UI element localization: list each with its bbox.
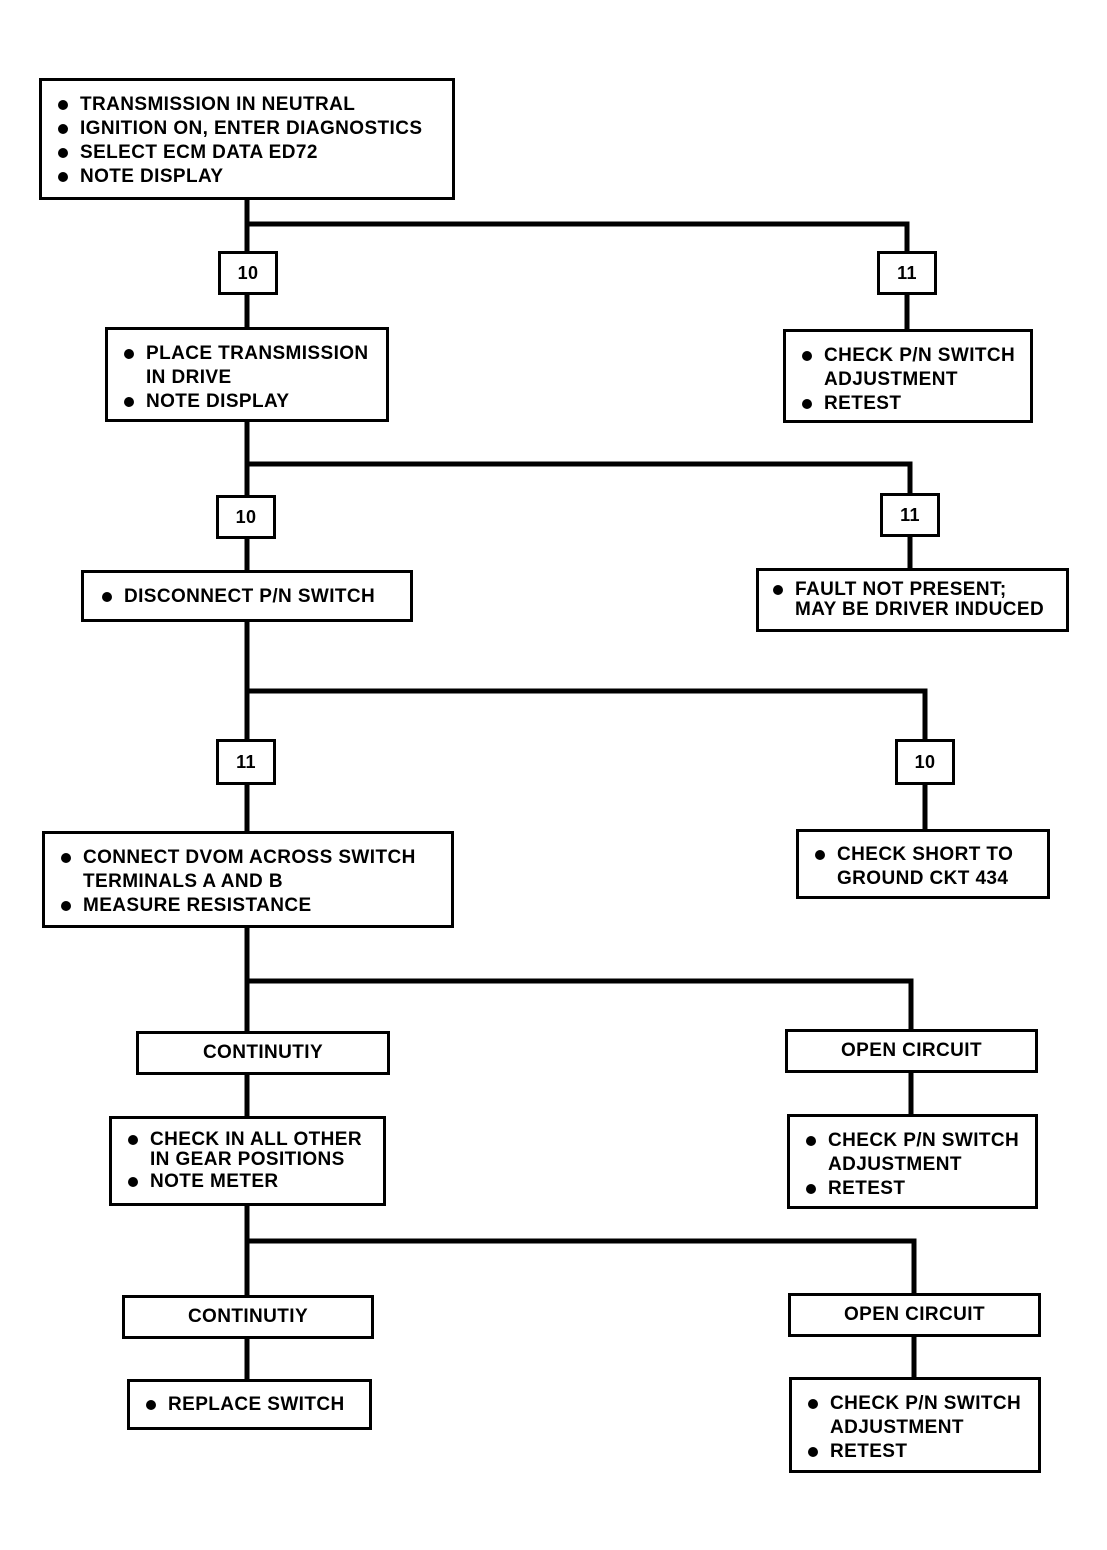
bullet-icon (58, 100, 68, 110)
result-r5-right: OPEN CIRCUIT (788, 1293, 1041, 1337)
bullet-icon (128, 1135, 138, 1145)
step-item: PLACE TRANSMISSION IN DRIVE (122, 342, 378, 390)
result-r4-right: OPEN CIRCUIT (785, 1029, 1038, 1073)
step-item: NOTE DISPLAY (122, 390, 378, 414)
bullet-icon (102, 592, 112, 602)
result-r2-left: 10 (216, 495, 276, 539)
bullet-icon (61, 853, 71, 863)
result-r1-right: 11 (877, 251, 937, 295)
step-item: REPLACE SWITCH (144, 1393, 361, 1417)
step-item: CHECK P/N SWITCH ADJUSTMENT (800, 344, 1022, 392)
step-item: NOTE DISPLAY (56, 165, 444, 189)
step-replace-switch: REPLACE SWITCH (127, 1379, 372, 1430)
bullet-icon (58, 148, 68, 158)
result-r3-right: 10 (895, 739, 955, 785)
bullet-icon (806, 1136, 816, 1146)
step-item: TRANSMISSION IN NEUTRAL (56, 93, 444, 117)
step-check-pn-switch-1: CHECK P/N SWITCH ADJUSTMENT RETEST (783, 329, 1033, 423)
connector-start-right (244, 221, 910, 255)
bullet-icon (128, 1177, 138, 1187)
bullet-icon (58, 172, 68, 182)
result-r3-left: 11 (216, 739, 276, 785)
step-place-drive: PLACE TRANSMISSION IN DRIVE NOTE DISPLAY (105, 327, 389, 422)
step-check-pn-switch-3: CHECK P/N SWITCH ADJUSTMENT RETEST (789, 1377, 1041, 1473)
bullet-icon (124, 397, 134, 407)
step-item: FAULT NOT PRESENT; MAY BE DRIVER INDUCED (771, 580, 1058, 620)
step-check-gear-positions: CHECK IN ALL OTHER IN GEAR POSITIONS NOT… (109, 1116, 386, 1206)
step-item: CHECK P/N SWITCH ADJUSTMENT (806, 1392, 1030, 1440)
step-start: TRANSMISSION IN NEUTRAL IGNITION ON, ENT… (39, 78, 455, 200)
step-item: DISCONNECT P/N SWITCH (100, 585, 402, 609)
connector-disconnect-right (244, 688, 928, 743)
step-item: CHECK SHORT TO GROUND CKT 434 (813, 843, 1039, 891)
step-connect-dvom: CONNECT DVOM ACROSS SWITCH TERMINALS A A… (42, 831, 454, 928)
connector-drive-right (244, 461, 913, 497)
step-item: RETEST (806, 1440, 1030, 1464)
connector-gears-right (244, 1238, 917, 1297)
step-disconnect: DISCONNECT P/N SWITCH (81, 570, 413, 622)
connector-dvom-right (244, 978, 914, 1033)
step-item: CHECK IN ALL OTHER IN GEAR POSITIONS (126, 1130, 375, 1170)
step-item: SELECT ECM DATA ED72 (56, 141, 444, 165)
step-item: RETEST (804, 1177, 1027, 1201)
step-item: CHECK P/N SWITCH ADJUSTMENT (804, 1129, 1027, 1177)
step-item: RETEST (800, 392, 1022, 416)
bullet-icon (808, 1447, 818, 1457)
bullet-icon (802, 351, 812, 361)
step-fault-not-present: FAULT NOT PRESENT; MAY BE DRIVER INDUCED (756, 568, 1069, 632)
bullet-icon (806, 1184, 816, 1194)
result-r5-left: CONTINUTIY (122, 1295, 374, 1339)
step-check-short: CHECK SHORT TO GROUND CKT 434 (796, 829, 1050, 899)
result-r1-left: 10 (218, 251, 278, 295)
bullet-icon (61, 901, 71, 911)
step-item: IGNITION ON, ENTER DIAGNOSTICS (56, 117, 444, 141)
bullet-icon (802, 399, 812, 409)
step-item: NOTE METER (126, 1170, 375, 1194)
step-check-pn-switch-2: CHECK P/N SWITCH ADJUSTMENT RETEST (787, 1114, 1038, 1209)
bullet-icon (815, 850, 825, 860)
bullet-icon (773, 585, 783, 595)
bullet-icon (146, 1400, 156, 1410)
bullet-icon (124, 349, 134, 359)
bullet-icon (58, 124, 68, 134)
result-r2-right: 11 (880, 493, 940, 537)
result-r4-left: CONTINUTIY (136, 1031, 390, 1075)
step-item: CONNECT DVOM ACROSS SWITCH TERMINALS A A… (59, 846, 443, 894)
bullet-icon (808, 1399, 818, 1409)
step-item: MEASURE RESISTANCE (59, 894, 443, 918)
